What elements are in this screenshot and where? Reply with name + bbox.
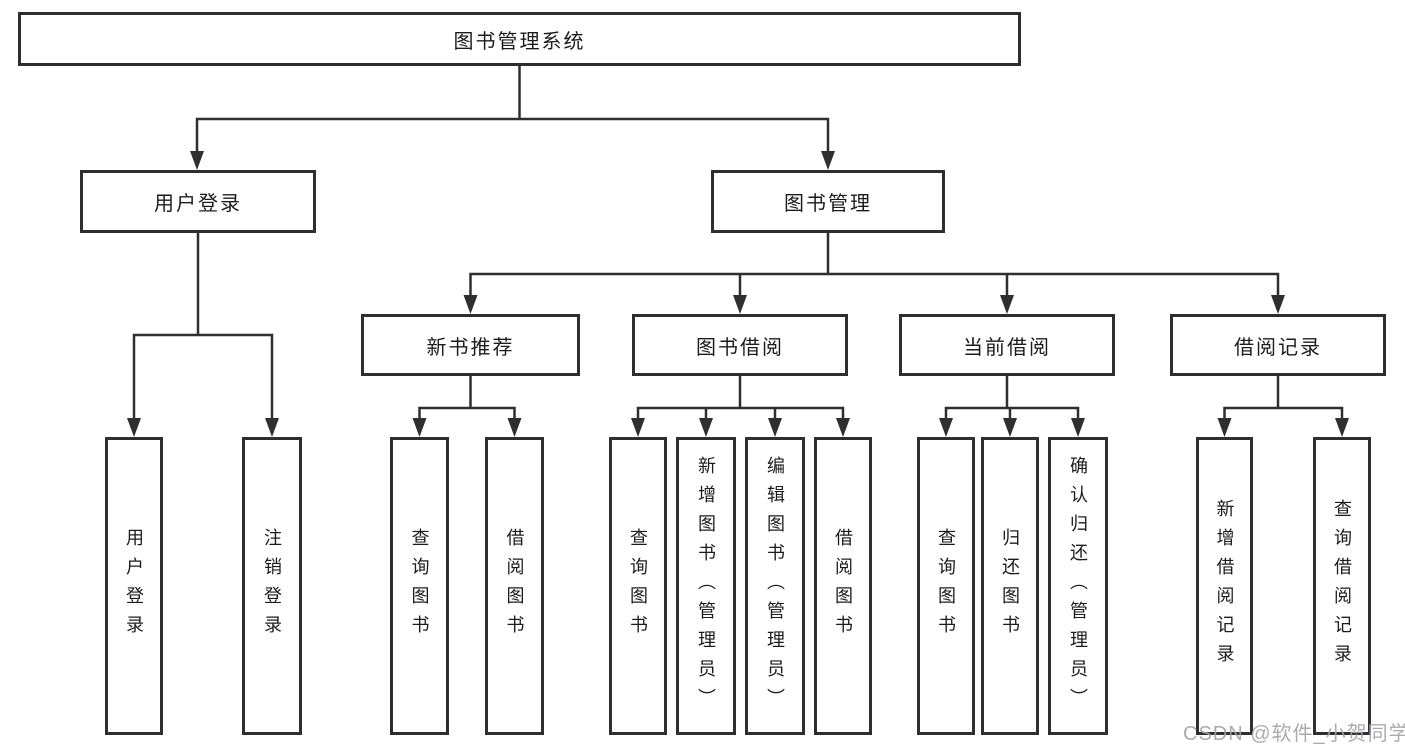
leaf-confirm-return-admin-label: 确认归还（管理员）	[1068, 455, 1088, 717]
leaf-add-books-admin-label: 新增图书（管理员）	[696, 455, 716, 717]
leaf-query-borrow-record: 查询借阅记录	[1313, 437, 1371, 735]
leaf-logout: 注销登录	[242, 437, 302, 735]
leaf-confirm-return-admin: 确认归还（管理员）	[1048, 437, 1108, 735]
connector-user-login-to-leaves	[127, 233, 279, 437]
connector-root-to-branches	[190, 66, 835, 170]
node-root-label: 图书管理系统	[453, 30, 586, 53]
connector-borrow-record-to-leaves	[1217, 376, 1349, 437]
leaf-borrow-query-books-label: 查询图书	[628, 528, 648, 644]
node-user-login-branch-label: 用户登录	[154, 193, 242, 215]
node-user-login-branch: 用户登录	[80, 170, 316, 233]
leaf-user-login-label: 用户登录	[124, 528, 144, 644]
leaf-recommend-query-books: 查询图书	[390, 437, 449, 735]
node-book-borrow: 图书借阅	[632, 314, 848, 376]
node-book-mgmt-branch-label: 图书管理	[784, 193, 872, 215]
node-book-borrow-label: 图书借阅	[696, 336, 784, 359]
node-borrow-record: 借阅记录	[1170, 314, 1386, 376]
leaf-recommend-borrow-books-label: 借阅图书	[504, 528, 525, 644]
watermark: CSDN @软件_小贺同学	[1183, 723, 1405, 745]
leaf-borrow-books: 借阅图书	[814, 437, 872, 735]
leaf-current-query-books-label: 查询图书	[936, 528, 956, 644]
leaf-add-borrow-record-label: 新增借阅记录	[1214, 499, 1235, 673]
node-new-book-recommend: 新书推荐	[361, 314, 580, 376]
leaf-user-login: 用户登录	[105, 437, 163, 735]
connector-new-book-rec-to-leaves	[412, 376, 522, 437]
connector-current-borrow-to-leaves	[939, 376, 1085, 437]
leaf-return-books: 归还图书	[981, 437, 1039, 735]
leaf-add-borrow-record: 新增借阅记录	[1196, 437, 1253, 735]
leaf-recommend-query-books-label: 查询图书	[409, 528, 430, 644]
node-root: 图书管理系统	[18, 12, 1021, 66]
leaf-current-query-books: 查询图书	[917, 437, 975, 735]
leaf-query-borrow-record-label: 查询借阅记录	[1332, 499, 1352, 673]
node-new-book-recommend-label: 新书推荐	[426, 336, 515, 359]
leaf-edit-books-admin: 编辑图书（管理员）	[745, 437, 805, 735]
node-borrow-record-label: 借阅记录	[1234, 336, 1322, 359]
leaf-add-books-admin: 新增图书（管理员）	[676, 437, 736, 735]
node-current-borrow-label: 当前借阅	[963, 336, 1051, 359]
leaf-logout-label: 注销登录	[262, 528, 282, 644]
leaf-recommend-borrow-books: 借阅图书	[485, 437, 544, 735]
node-current-borrow: 当前借阅	[899, 314, 1115, 376]
leaf-borrow-books-label: 借阅图书	[833, 528, 853, 644]
connector-book-borrow-to-leaves	[631, 376, 850, 437]
leaf-return-books-label: 归还图书	[1000, 528, 1020, 644]
leaf-edit-books-admin-label: 编辑图书（管理员）	[765, 455, 785, 717]
leaf-borrow-query-books: 查询图书	[609, 437, 667, 735]
connector-book-mgmt-to-sections	[463, 233, 1285, 314]
node-book-mgmt-branch: 图书管理	[711, 170, 945, 233]
